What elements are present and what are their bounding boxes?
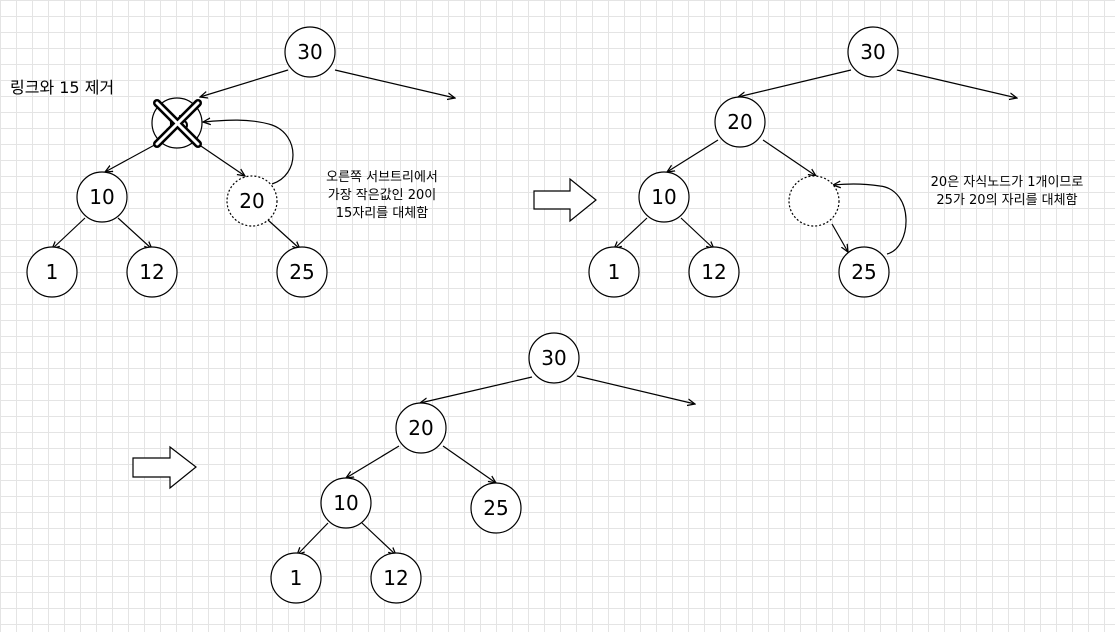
panel1-note-line2: 가장 작은값인 20이 [328, 188, 437, 203]
svg-text:25: 25 [289, 260, 314, 284]
edge-10-1 [614, 217, 648, 249]
node-10: 10 [638, 171, 690, 223]
node-12: 12 [370, 552, 422, 604]
edge-30-right [896, 69, 1017, 98]
edge-10-12 [680, 217, 714, 249]
edge-20-10 [346, 445, 400, 478]
edge-10-1 [297, 522, 329, 555]
svg-text:10: 10 [333, 491, 358, 515]
node-30: 30 [528, 332, 580, 384]
panel1-note-line1: 오른쪽 서브트리에서 [326, 170, 438, 185]
edge-30-20 [420, 376, 533, 403]
svg-text:25: 25 [851, 260, 876, 284]
svg-text:1: 1 [290, 566, 303, 590]
svg-text:30: 30 [860, 40, 885, 64]
node-20: 20 [395, 402, 447, 454]
edge-10-1 [52, 217, 86, 249]
edge-20-25 [267, 219, 300, 249]
svg-text:12: 12 [383, 566, 408, 590]
edge-empty-25 [831, 223, 848, 252]
svg-text:1: 1 [46, 260, 59, 284]
panel-1: 링크와 15 제거 30 15 10 [10, 26, 455, 298]
node-1: 1 [270, 552, 322, 604]
node-empty-dotted [788, 175, 840, 227]
panel2-note-line2: 25가 20의 자리를 대체함 [936, 193, 1077, 208]
svg-text:20: 20 [727, 110, 752, 134]
node-20-dotted: 20 [226, 175, 278, 227]
panel1-note-line3: 15자리를 대체함 [336, 206, 428, 221]
node-15-removed: 15 [151, 97, 203, 149]
node-1: 1 [588, 246, 640, 298]
node-12: 12 [126, 246, 178, 298]
edge-20-10 [667, 139, 719, 172]
node-30: 30 [284, 26, 336, 78]
replace-arrow [833, 184, 907, 255]
svg-text:30: 30 [297, 40, 322, 64]
svg-text:20: 20 [239, 189, 264, 213]
node-25: 25 [838, 246, 890, 298]
node-10: 10 [76, 171, 128, 223]
step-arrow-icon [533, 177, 597, 223]
delete-cross-icon [153, 99, 202, 148]
node-12: 12 [688, 246, 740, 298]
edge-10-12 [361, 522, 396, 555]
svg-text:1: 1 [608, 260, 621, 284]
node-20: 20 [714, 96, 766, 148]
edge-20-25 [442, 445, 496, 483]
panel1-heading: 링크와 15 제거 [10, 78, 114, 97]
node-25: 25 [276, 246, 328, 298]
panel-2: 30 20 10 1 12 25 20은 자식노드가 1개이므로 25가 20의… [588, 26, 1084, 298]
node-1: 1 [26, 246, 78, 298]
edge-30-15 [200, 69, 289, 97]
edge-15-20 [194, 141, 245, 176]
svg-text:10: 10 [89, 185, 114, 209]
edge-15-10 [105, 141, 161, 172]
svg-text:12: 12 [701, 260, 726, 284]
edge-30-right [334, 69, 455, 98]
replace-arrow [203, 120, 294, 185]
panel-3: 30 20 10 25 1 12 [270, 332, 695, 604]
edge-30-20 [738, 69, 852, 97]
panel2-note-line1: 20은 자식노드가 1개이므로 [931, 175, 1084, 190]
node-30: 30 [847, 26, 899, 78]
edge-20-empty [762, 139, 816, 176]
svg-text:30: 30 [541, 346, 566, 370]
edge-30-right [576, 375, 695, 404]
svg-text:20: 20 [408, 416, 433, 440]
svg-text:25: 25 [483, 496, 508, 520]
step-arrow-icon [132, 445, 197, 490]
svg-text:12: 12 [139, 260, 164, 284]
node-10: 10 [320, 477, 372, 529]
edge-10-12 [117, 217, 152, 249]
node-25: 25 [470, 482, 522, 534]
svg-text:10: 10 [651, 185, 676, 209]
